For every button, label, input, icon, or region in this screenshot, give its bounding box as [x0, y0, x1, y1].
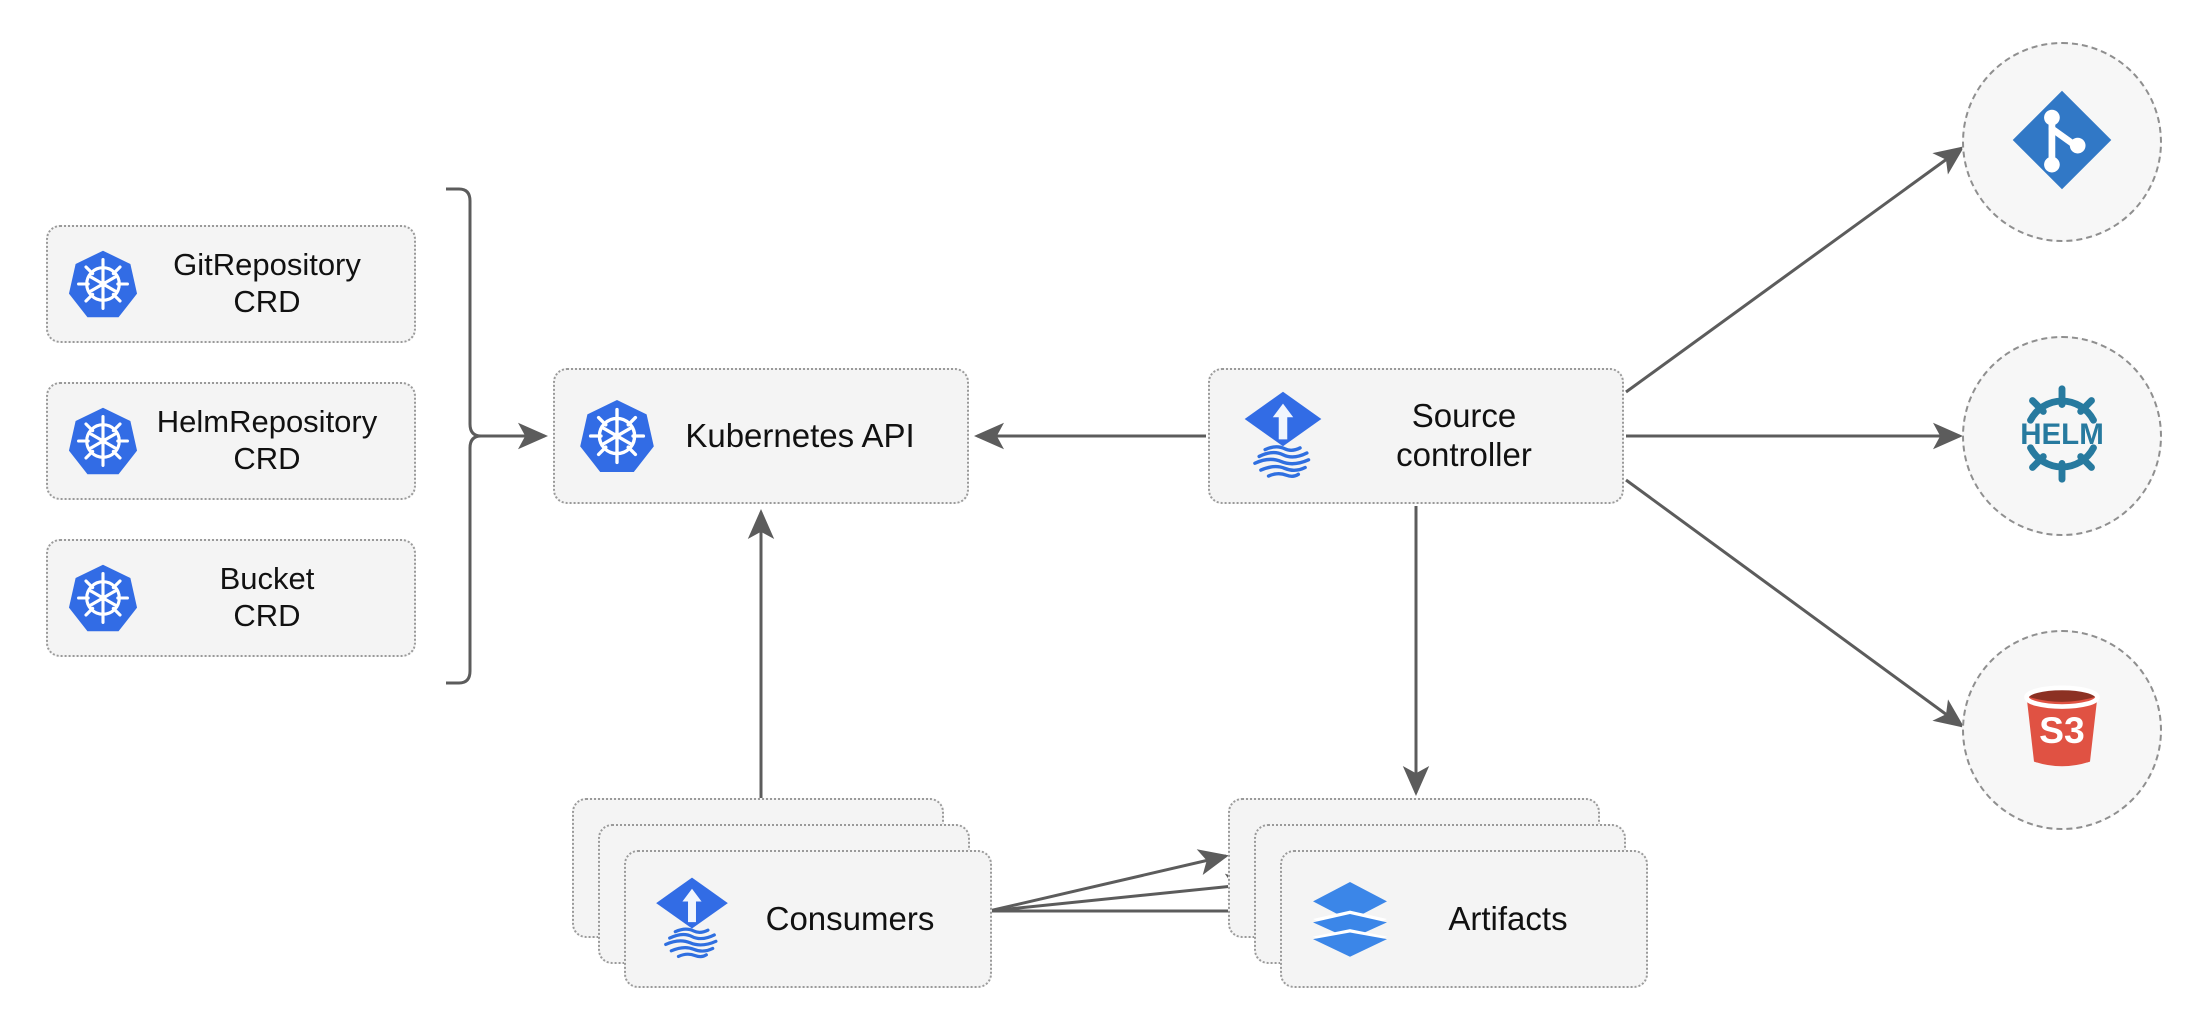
git-icon	[2006, 84, 2118, 201]
helm-wordmark: HELM	[2020, 417, 2104, 450]
crd-label: Bucket CRD	[219, 561, 315, 633]
s3-icon: S3	[2006, 672, 2118, 789]
node-label: Artifacts	[1448, 900, 1568, 937]
kubernetes-icon	[577, 396, 657, 476]
crd-box-helm-repository[interactable]: HelmRepository CRD	[46, 382, 416, 500]
kubernetes-icon	[66, 404, 140, 478]
artifacts-card-front[interactable]: Artifacts	[1280, 850, 1648, 988]
kubernetes-icon	[66, 561, 140, 635]
external-source-helm[interactable]: HELM	[1962, 336, 2162, 536]
helm-icon: HELM	[2003, 375, 2121, 498]
node-artifacts[interactable]: Artifacts	[1228, 798, 1658, 988]
edge-consumers-to-artifacts-2	[988, 873, 1256, 913]
consumers-card-front[interactable]: Consumers	[624, 850, 992, 988]
crd-group-bracket	[446, 187, 482, 685]
layers-icon	[1308, 877, 1392, 961]
kubernetes-icon	[66, 247, 140, 321]
edge-consumers-to-artifacts-1	[988, 849, 1229, 913]
crd-box-bucket[interactable]: Bucket CRD	[46, 539, 416, 657]
flux-icon	[1240, 390, 1326, 482]
crd-box-git-repository[interactable]: GitRepository CRD	[46, 225, 416, 343]
flux-icon	[652, 876, 732, 962]
edge-source-controller-to-s3	[1625, 478, 1965, 728]
external-source-git[interactable]	[1962, 42, 2162, 242]
s3-wordmark: S3	[2039, 708, 2085, 750]
node-kubernetes-api[interactable]: Kubernetes API	[553, 368, 969, 504]
node-label: Consumers	[765, 900, 935, 937]
crd-label: GitRepository CRD	[173, 247, 361, 319]
external-source-s3[interactable]: S3	[1962, 630, 2162, 830]
node-consumers[interactable]: Consumers	[572, 798, 1002, 988]
edge-source-controller-to-git	[1625, 146, 1965, 394]
node-label: Kubernetes API	[685, 416, 915, 454]
crd-label: HelmRepository CRD	[156, 404, 378, 476]
node-source-controller[interactable]: Source controller	[1208, 368, 1624, 504]
node-label: Source controller	[1396, 397, 1532, 473]
